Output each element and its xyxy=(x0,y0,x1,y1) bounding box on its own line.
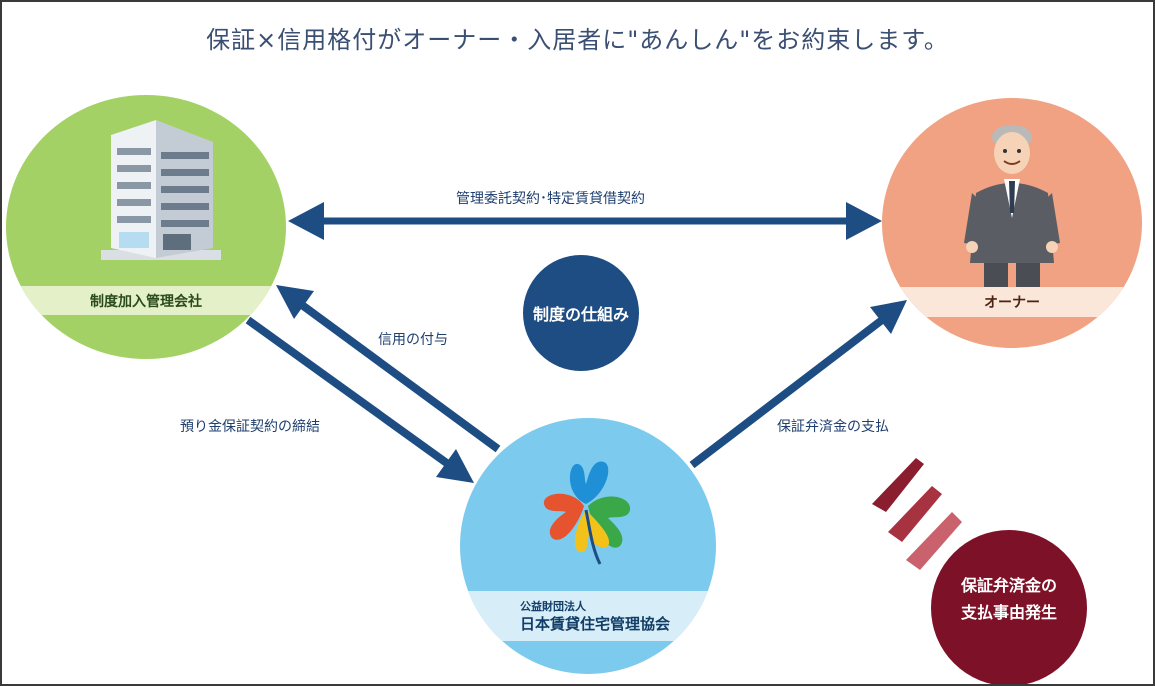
association-label: 日本賃貸住宅管理協会 xyxy=(520,614,671,633)
clover-logo-icon xyxy=(543,461,631,565)
company-node: 制度加入管理会社 xyxy=(6,95,286,359)
payment-arrow xyxy=(689,300,907,469)
page-title: 保証×信用格付がオーナー・入居者に"あんしん"をお約束します。 xyxy=(206,26,949,54)
event-label-line2: 支払事由発生 xyxy=(960,603,1057,622)
event-label: 保証弁済金の 支払事由発生 xyxy=(931,572,1087,626)
contract-arrow xyxy=(288,202,882,240)
association-sublabel: 公益財団法人 xyxy=(520,599,586,613)
payment-label: 保証弁済金の支払 xyxy=(777,419,889,435)
core-node: 制度の仕組み xyxy=(523,255,639,371)
alert-chevrons-icon xyxy=(872,458,962,570)
event-label-line1: 保証弁済金の xyxy=(960,576,1057,595)
event-node: 保証弁済金の 支払事由発生 xyxy=(931,530,1087,684)
deposit-arrow xyxy=(245,316,474,483)
association-node: 公益財団法人 日本賃貸住宅管理協会 xyxy=(460,418,716,674)
company-label: 制度加入管理会社 xyxy=(6,286,286,315)
association-label-band: 公益財団法人 日本賃貸住宅管理協会 xyxy=(460,591,716,641)
owner-label: オーナー xyxy=(882,287,1142,317)
deposit-label: 預り金保証契約の締結 xyxy=(180,419,320,435)
owner-node: オーナー xyxy=(882,98,1142,348)
core-label: 制度の仕組み xyxy=(532,305,629,324)
contract-label: 管理委託契約･特定賃貸借契約 xyxy=(456,191,645,207)
businessman-icon xyxy=(964,125,1060,288)
office-building-icon xyxy=(101,120,221,260)
credit-label: 信用の付与 xyxy=(378,332,448,348)
